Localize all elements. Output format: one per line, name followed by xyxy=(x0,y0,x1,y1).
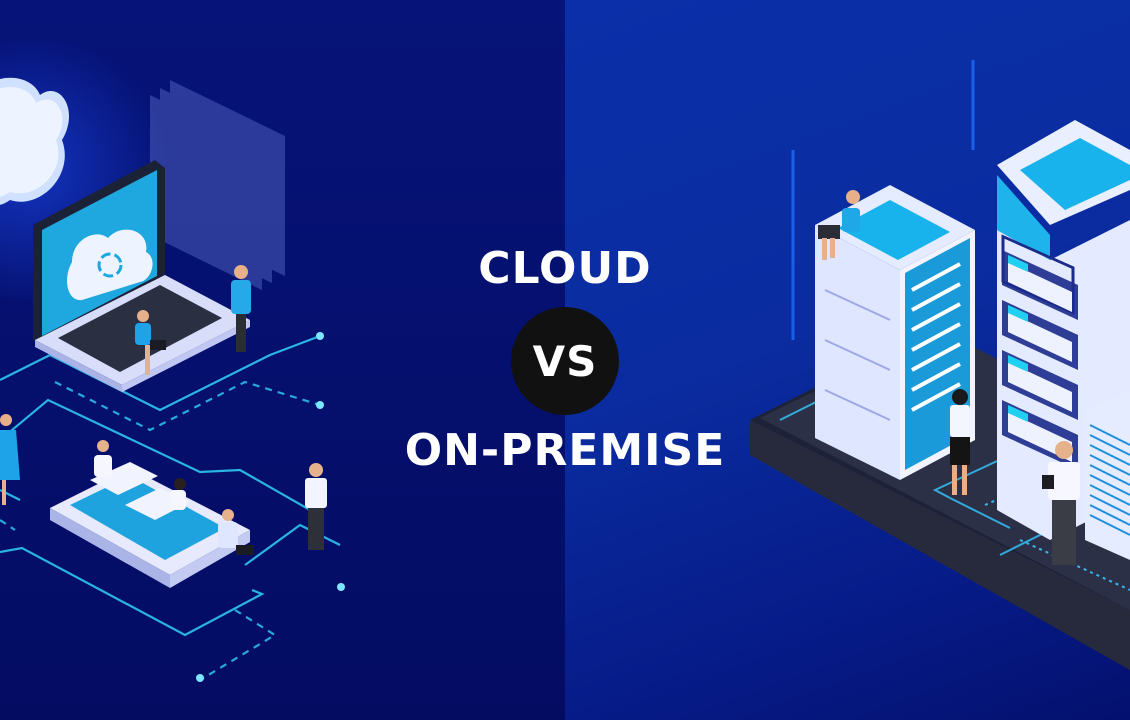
people-figures xyxy=(818,190,1080,565)
circuit-nodes xyxy=(196,332,345,682)
circuit-lines xyxy=(0,334,341,637)
people-figures xyxy=(0,265,327,555)
vs-label: VS xyxy=(532,336,598,386)
on-premise-panel xyxy=(565,0,1130,720)
cloud-illustration xyxy=(0,77,345,682)
data-screens-icon xyxy=(150,80,285,290)
on-premise-illustration xyxy=(750,60,1130,670)
server-rack-icon xyxy=(1085,390,1130,560)
cloud-panel xyxy=(0,0,565,720)
laptop-icon xyxy=(33,160,250,392)
heading-cloud: CLOUD xyxy=(478,243,652,294)
cloud-icon xyxy=(0,77,69,205)
heading-on-premise: ON-PREMISE xyxy=(404,425,726,476)
vs-badge: VS xyxy=(511,307,619,415)
light-streaks xyxy=(791,60,975,340)
